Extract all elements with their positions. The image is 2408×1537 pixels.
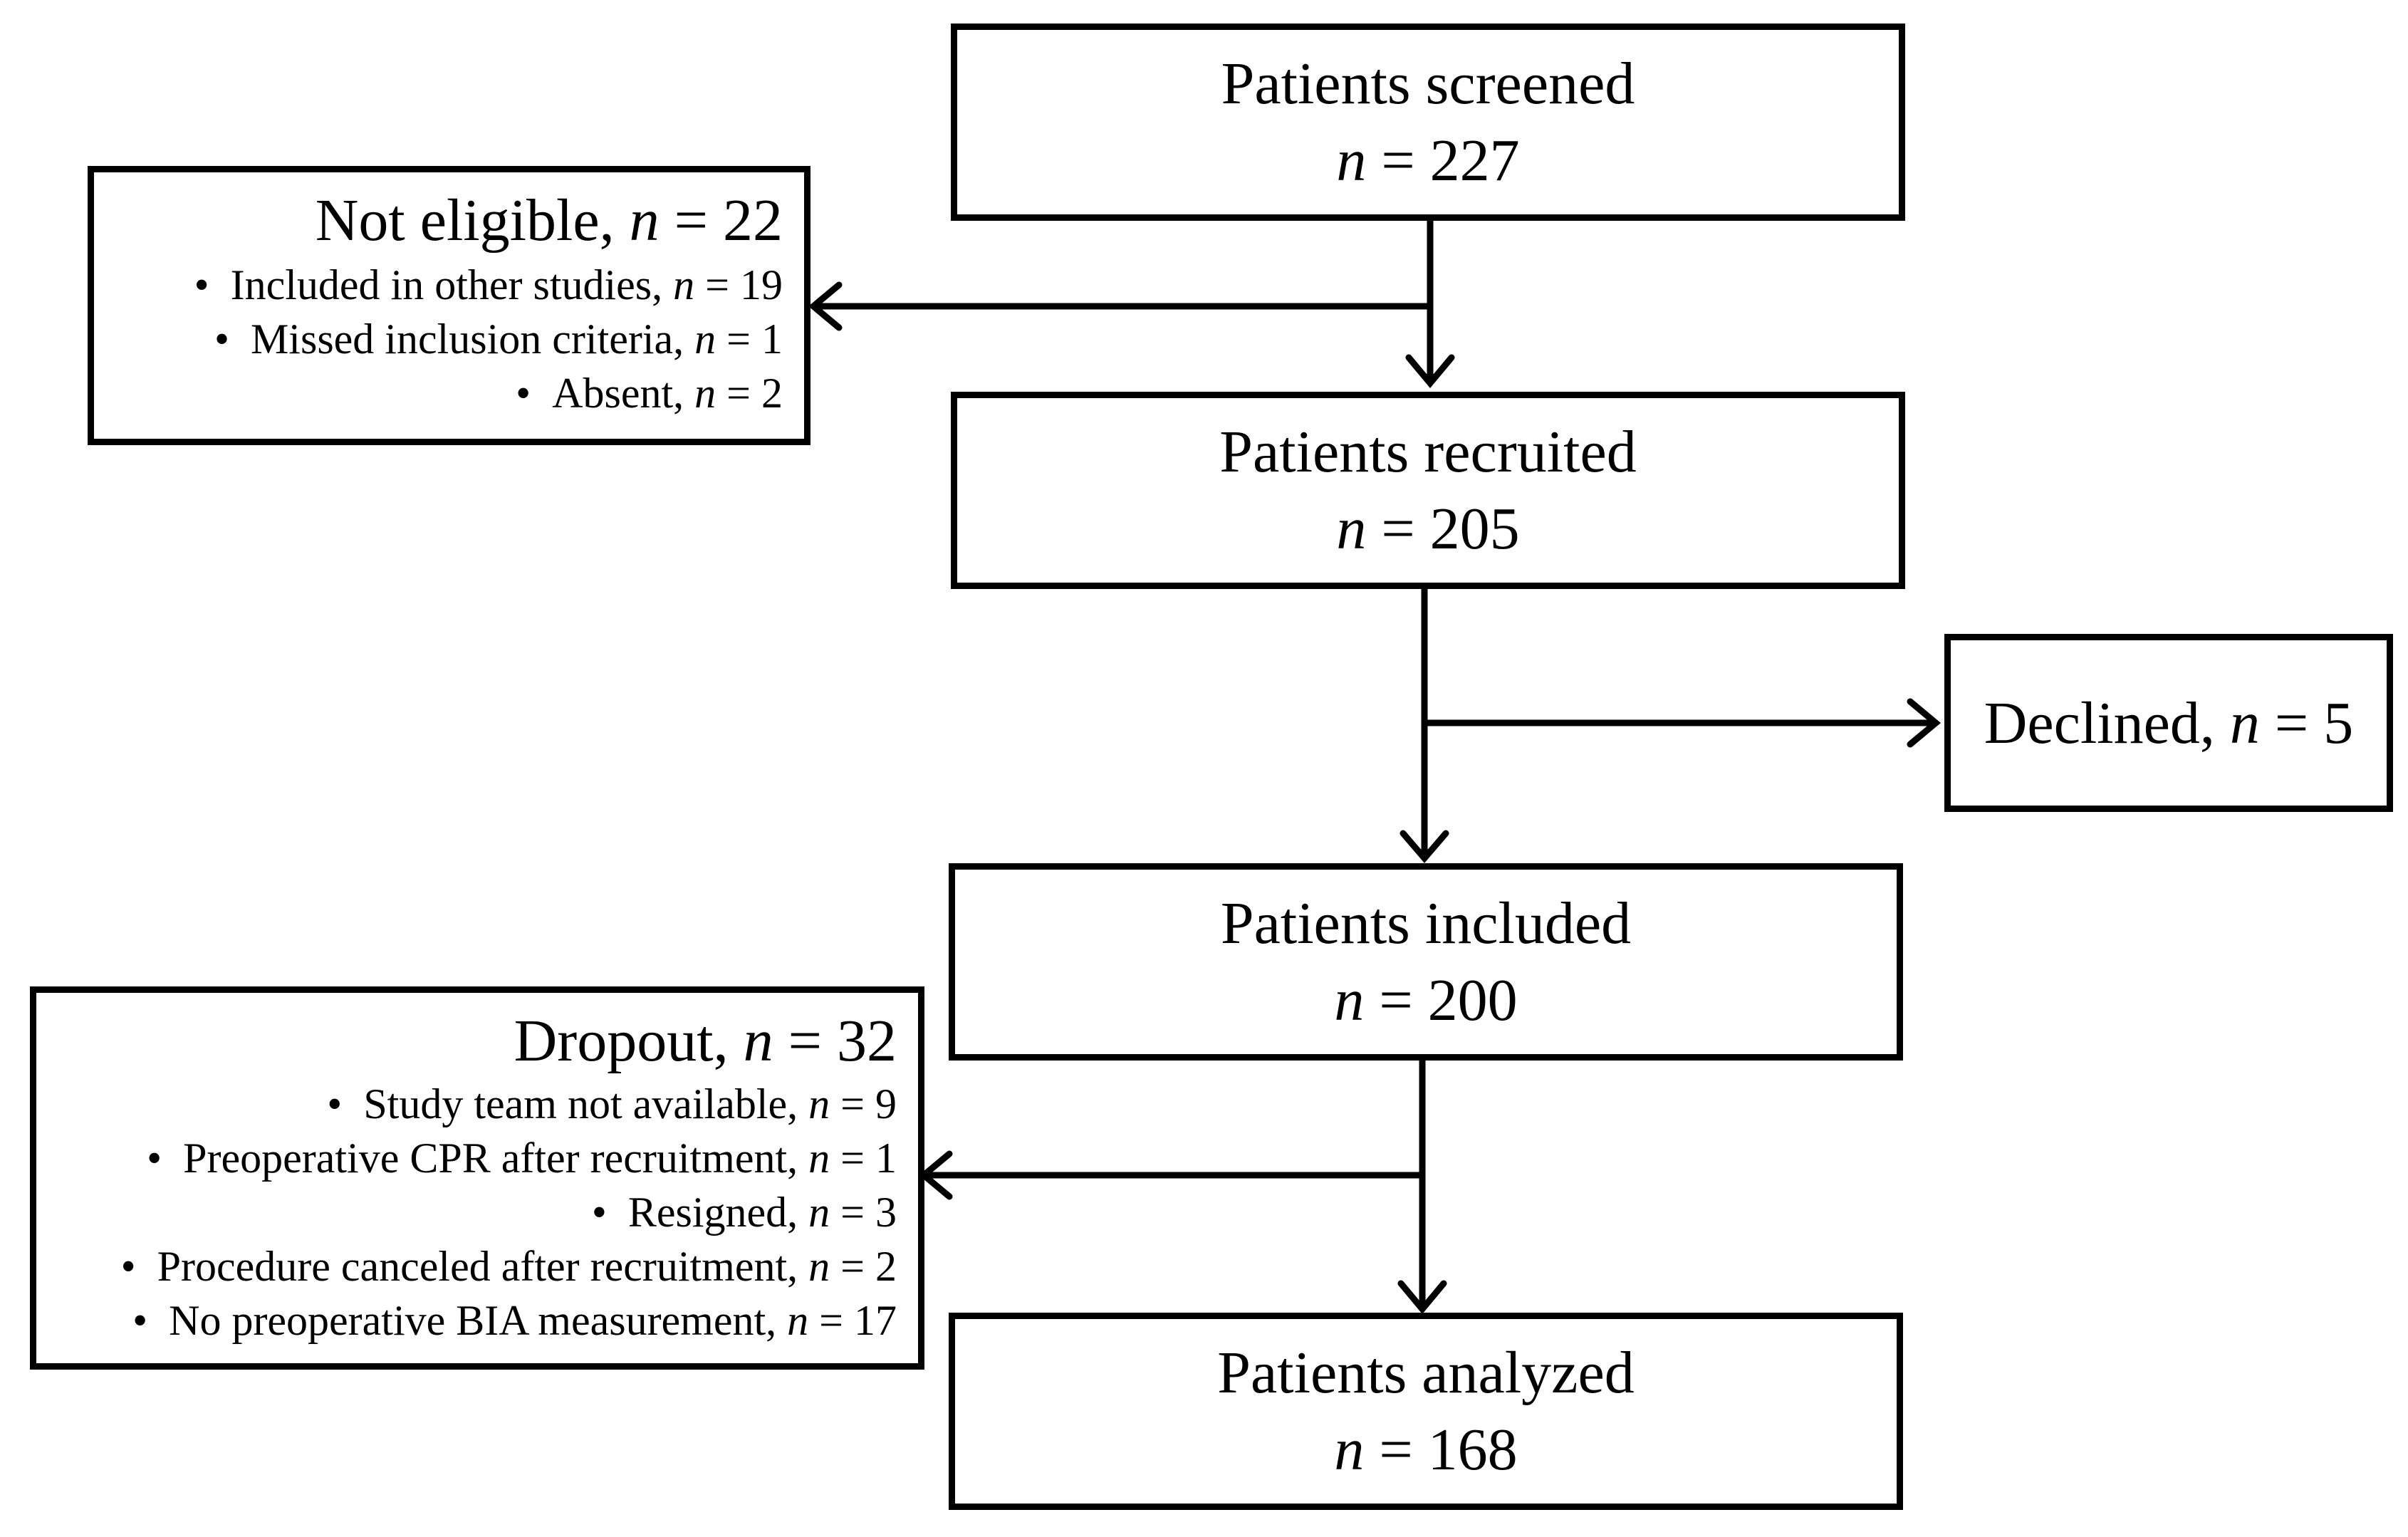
bullet-icon: • [214,316,229,363]
list-item: •Absent, n = 2 [516,370,783,417]
recruited-count: n = 205 [1336,495,1520,562]
list-item: •No preoperative BIA measurement, n = 17 [132,1297,897,1344]
box-patients-recruited: Patients recruited n = 205 [951,392,1905,589]
bullet-icon: • [327,1080,343,1127]
bullet-icon: • [194,261,209,308]
bullet-icon: • [591,1189,607,1236]
arrowhead-not-eligible [808,281,843,331]
not-eligible-title: Not eligible, n = 22 [315,187,783,254]
dropout-list: •Study team not available, n = 9 •Preope… [36,1077,897,1348]
box-dropout: Dropout, n = 32 •Study team not availabl… [30,986,924,1370]
list-item: •Procedure canceled after recruitment, n… [120,1243,897,1290]
arrowhead-declined [1907,698,1941,748]
dropout-title: Dropout, n = 32 [514,1008,897,1074]
arrowhead-analyzed [1397,1280,1447,1315]
screened-label: Patients screened [1221,50,1635,117]
list-item: •Missed inclusion criteria, n = 1 [214,316,783,363]
arrowhead-recruited [1405,354,1455,389]
bullet-icon: • [132,1297,148,1344]
bullet-icon: • [147,1135,162,1182]
included-count: n = 200 [1334,967,1518,1033]
box-not-eligible: Not eligible, n = 22 •Included in other … [88,166,811,445]
list-item: •Study team not available, n = 9 [327,1080,897,1127]
box-patients-included: Patients included n = 200 [949,863,1903,1061]
analyzed-count: n = 168 [1334,1416,1518,1483]
included-label: Patients included [1220,890,1632,957]
recruited-label: Patients recruited [1219,418,1637,485]
box-patients-analyzed: Patients analyzed n = 168 [949,1313,1903,1510]
not-eligible-list: •Included in other studies, n = 19 •Miss… [94,258,783,420]
bullet-icon: • [516,370,531,417]
analyzed-label: Patients analyzed [1217,1339,1635,1406]
list-item: •Resigned, n = 3 [591,1189,897,1236]
declined-text: Declined, n = 5 [1984,689,2354,756]
screened-count: n = 227 [1336,127,1520,194]
list-item: •Preoperative CPR after recruitment, n =… [147,1135,897,1182]
box-patients-screened: Patients screened n = 227 [951,24,1905,221]
arrowhead-included [1400,830,1449,863]
list-item: •Included in other studies, n = 19 [194,261,783,308]
box-declined: Declined, n = 5 [1944,634,2393,812]
bullet-icon: • [120,1243,136,1290]
